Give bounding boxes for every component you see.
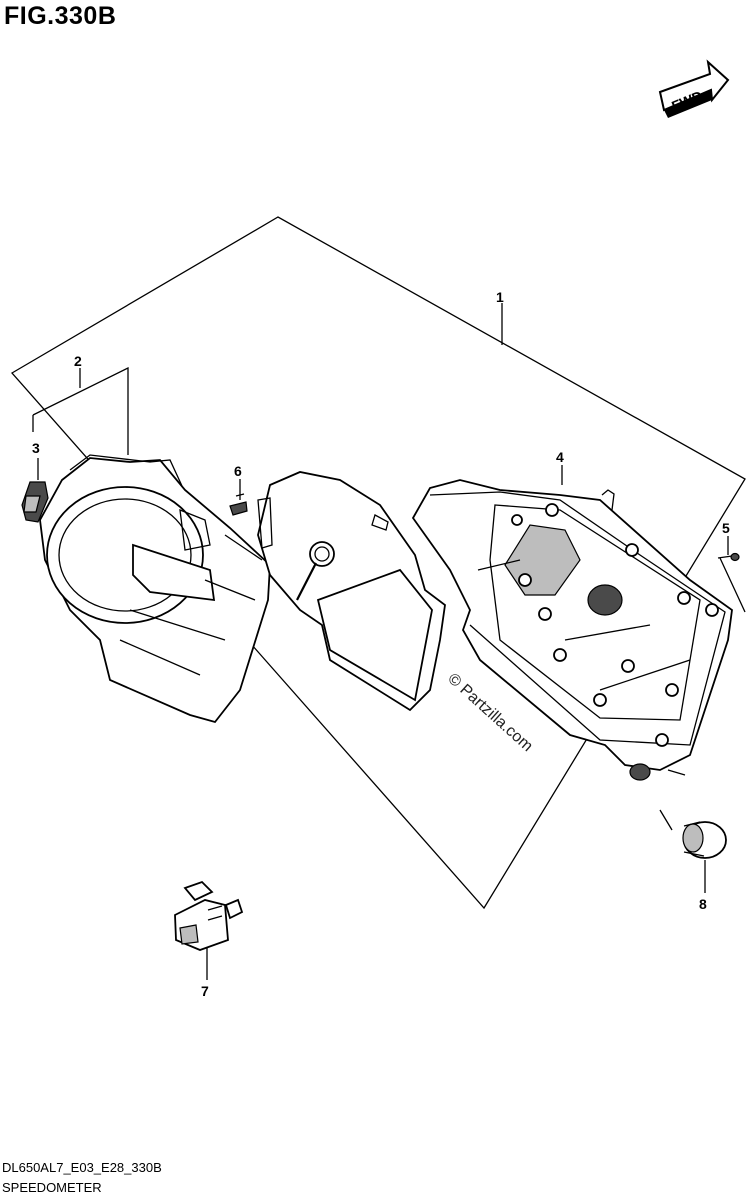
coupler-part	[174, 880, 244, 951]
footer-code: DL650AL7_E03_E28_330B	[2, 1160, 162, 1175]
fwd-arrow-icon: FWD	[658, 59, 730, 118]
callout-8: 8	[699, 896, 707, 912]
callout-7: 7	[201, 983, 209, 999]
callout-2: 2	[74, 353, 82, 369]
grommet-part	[682, 821, 727, 859]
front-cover-part	[39, 454, 271, 724]
callout-1: 1	[496, 289, 504, 305]
screw-part	[717, 552, 740, 562]
assembly-boundary	[10, 216, 746, 910]
meter-plate-part	[257, 471, 446, 712]
callout-6: 6	[234, 463, 242, 479]
clip-part	[229, 493, 248, 516]
footer-name: SPEEDOMETER	[2, 1180, 102, 1195]
cover-clip-part	[21, 481, 49, 523]
figure-title: FIG.330B	[4, 2, 117, 30]
callout-5: 5	[722, 520, 730, 536]
leader-lines	[32, 303, 746, 980]
callout-4: 4	[556, 449, 564, 465]
callout-3: 3	[32, 440, 40, 456]
rear-case-part	[411, 479, 733, 781]
